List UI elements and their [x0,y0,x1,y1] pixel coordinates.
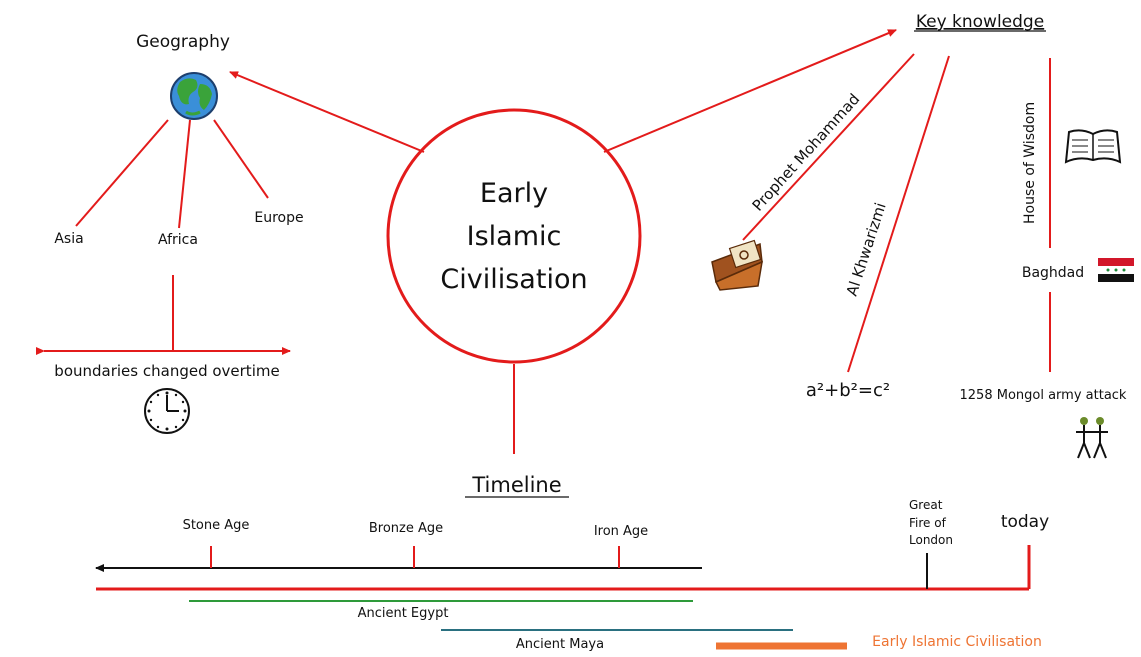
label-today: today [1001,512,1049,532]
mongol-label: 1258 Mongol army attack [960,388,1127,403]
baghdad-label: Baghdad [1022,265,1084,281]
geography-europe: Europe [254,210,303,226]
label-early-islamic: Early Islamic Civilisation [872,634,1042,650]
iraq-flag-icon [1098,258,1134,282]
geography-asia: Asia [54,231,83,247]
label-ancient-maya: Ancient Maya [516,637,604,652]
label-great-fire-2: Fire of [909,516,947,530]
clock-icon [142,386,192,436]
key-knowledge-heading: Key knowledge [916,12,1044,32]
quran-icon [711,239,763,291]
line-globe-europe [213,119,269,199]
soldiers-icon [1076,417,1108,459]
formula-label: a²+b²=c² [806,380,890,401]
line-globe-asia [75,119,169,227]
central-circle [386,108,642,364]
line-globe-africa [178,119,191,229]
timeline-heading: Timeline [471,473,561,497]
arrow-to-key-knowledge [603,29,897,153]
label-great-fire-3: London [909,533,953,547]
label-ancient-egypt: Ancient Egypt [358,606,449,621]
globe-icon [170,72,218,120]
label-bronze-age: Bronze Age [369,521,443,536]
geography-heading: Geography [136,32,230,52]
prophet-label: Prophet Mohammad [749,90,864,215]
central-title-line3: Civilisation [440,264,587,295]
line-to-prophet [742,53,915,241]
label-iron-age: Iron Age [594,524,648,539]
khwarizmi-label: Al Khwarizmi [843,200,890,298]
geography-africa: Africa [158,232,198,248]
label-stone-age: Stone Age [183,518,250,533]
central-title-line1: Early [480,178,548,209]
open-book-icon [1064,129,1122,164]
geography-boundaries: boundaries changed overtime [54,362,279,380]
arrow-to-geography [229,71,425,153]
house-of-wisdom-label: House of Wisdom [1022,102,1038,224]
central-title-line2: Islamic [467,221,562,252]
line-to-khwarizmi [847,55,950,373]
label-great-fire-1: Great [909,498,943,512]
